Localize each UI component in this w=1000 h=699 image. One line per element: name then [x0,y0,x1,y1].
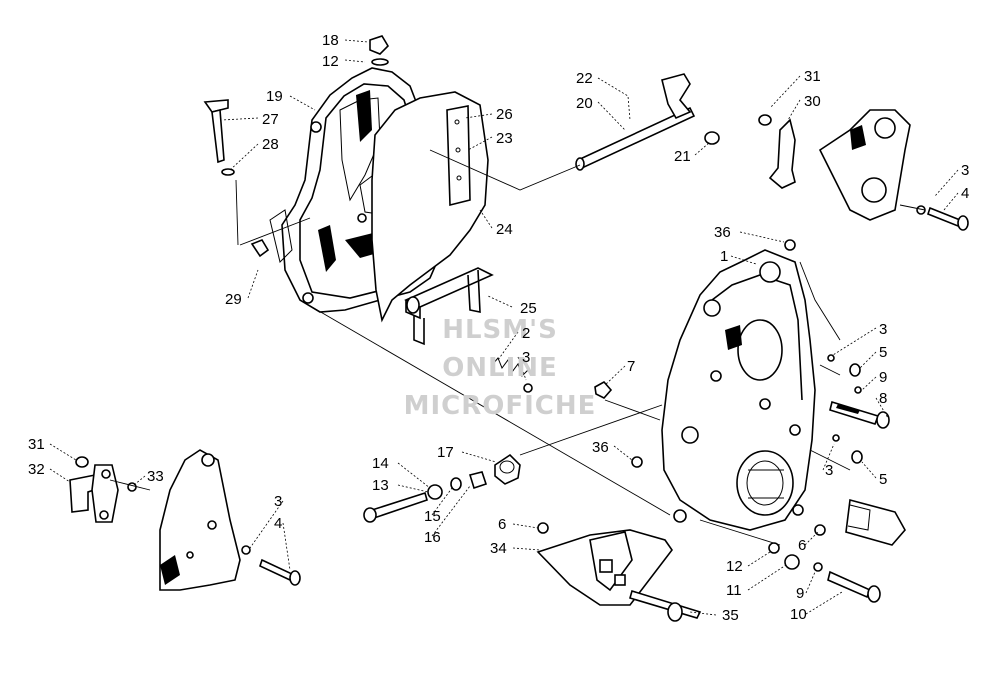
watermark-line-2: ONLINE [442,353,558,383]
callout-35: 35 [722,607,739,624]
callout-10: 10 [790,606,807,623]
callout-36: 36 [592,439,609,456]
callout-3: 3 [825,462,833,479]
callout-31: 31 [28,436,45,453]
callout-23: 23 [496,130,513,147]
callout-12: 12 [322,53,339,70]
callout-6: 6 [798,537,806,554]
callout-8: 8 [879,390,887,407]
mount-34 [536,529,702,622]
callout-28: 28 [262,136,279,153]
bracket-25 [404,267,494,346]
callout-4: 4 [961,185,969,202]
bearing-part [845,498,906,546]
watermark-line-1: HLSM'S [442,315,558,345]
callout-30: 30 [804,93,821,110]
callout-34: 34 [490,540,507,557]
callout-18: 18 [322,32,339,49]
adjuster-bolt [363,471,488,523]
callout-12: 12 [726,558,743,575]
plug-17 [494,453,521,485]
bolt-8 [829,400,890,429]
gear-case-1 [661,249,816,531]
callout-19: 19 [266,88,283,105]
callout-25: 25 [520,300,537,317]
callout-4: 4 [274,515,282,532]
callout-3: 3 [879,321,887,338]
callout-15: 15 [424,508,441,525]
cover-plate [371,91,489,323]
spring-2 [491,357,533,393]
latch-32 [69,456,137,523]
callout-1: 1 [720,248,728,265]
callout-33: 33 [147,468,164,485]
callout-2: 2 [522,325,530,342]
callout-5: 5 [879,344,887,361]
callout-22: 22 [576,70,593,87]
callout-14: 14 [372,455,389,472]
callout-3: 3 [274,493,282,510]
fasteners [203,35,969,603]
callout-26: 26 [496,106,513,123]
callout-6: 6 [498,516,506,533]
callout-labels: 18 12 19 27 28 26 23 24 22 20 21 31 30 3… [28,32,969,624]
callout-3: 3 [522,349,530,366]
callout-7: 7 [627,358,635,375]
callout-3: 3 [961,162,969,179]
callout-24: 24 [496,221,513,238]
callout-21: 21 [674,148,691,165]
fastener-7 [594,380,613,399]
watermark-line-3: MICROFICHE [404,391,597,421]
callout-11: 11 [726,582,742,599]
watermark: HLSM'S ONLINE MICROFICHE [404,315,597,421]
callout-13: 13 [372,477,389,494]
callout-16: 16 [424,529,441,546]
assembly-lines [109,149,926,546]
callout-27: 27 [262,111,279,128]
callout-20: 20 [576,95,593,112]
callout-29: 29 [225,291,242,308]
callout-5: 5 [879,471,887,488]
callout-9: 9 [796,585,804,602]
callout-36: 36 [714,224,731,241]
callout-32: 32 [28,461,45,478]
shaft-20 [575,73,720,171]
callout-17: 17 [437,444,454,461]
leader-lines [49,39,959,616]
shift-bracket [758,109,911,221]
callout-31: 31 [804,68,821,85]
callout-9: 9 [879,369,887,386]
lower-cover [159,449,241,591]
